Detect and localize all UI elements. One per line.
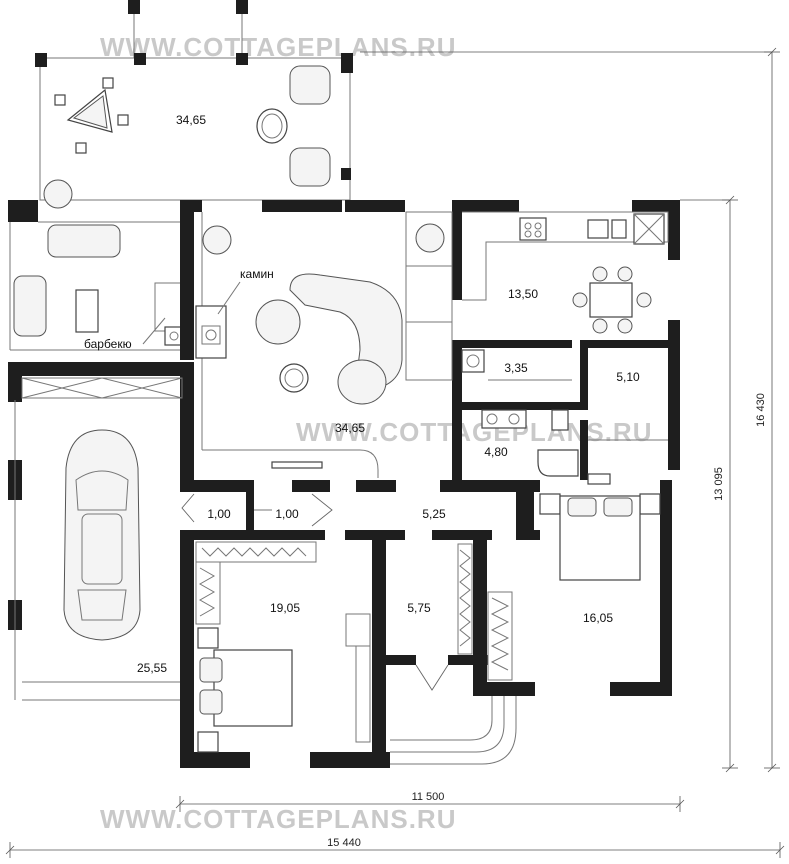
room-area-vestibule-b: 1,00: [275, 507, 299, 521]
room-area-hall: 5,25: [422, 507, 446, 521]
watermark-middle: WWW.COTTAGEPLANS.RU: [296, 417, 652, 447]
garage: 25,55: [63, 429, 167, 675]
room-area-bathroom: 4,80: [484, 445, 508, 459]
room-area-living: 34,65: [335, 421, 365, 435]
bedroom-left: 19,05: [195, 541, 371, 753]
walls: [8, 200, 680, 768]
bedroom-right: 16,05: [487, 493, 661, 681]
dimension-height-total: 16 430: [755, 393, 767, 427]
kitchen: 13,50: [462, 211, 669, 334]
bbq-area: барбекю: [8, 200, 184, 351]
living-room: камин 34,65: [195, 211, 453, 478]
wet-rooms: 3,35 5,10 4,80: [461, 349, 668, 485]
label-barbecue: барбекю: [84, 337, 132, 351]
dimension-height-inner: 13 095: [713, 467, 725, 501]
hall: 1,00 1,00 5,25: [181, 493, 446, 527]
closet: 5,75: [407, 543, 473, 691]
room-area-closet: 5,75: [407, 601, 431, 615]
room-area-bedroom-right: 16,05: [583, 611, 613, 625]
dimension-lines: 11 500 15 440 13 095 16 430: [5, 47, 785, 858]
label-fireplace: камин: [240, 267, 274, 281]
room-area-vestibule-a: 1,00: [207, 507, 231, 521]
dimension-width-total: 15 440: [327, 837, 361, 849]
room-area-bedroom-left: 19,05: [270, 601, 300, 615]
room-area-wc: 3,35: [504, 361, 528, 375]
watermark-top: WWW.COTTAGEPLANS.RU: [100, 32, 456, 62]
dimension-width-inner: 11 500: [412, 791, 445, 803]
room-area-storage: 5,10: [616, 370, 640, 384]
room-area-kitchen: 13,50: [508, 287, 538, 301]
terrace: 34,65: [35, 0, 353, 209]
watermark-bottom: WWW.COTTAGEPLANS.RU: [100, 804, 456, 834]
room-area-garage: 25,55: [137, 661, 167, 675]
room-area-terrace: 34,65: [176, 113, 206, 127]
